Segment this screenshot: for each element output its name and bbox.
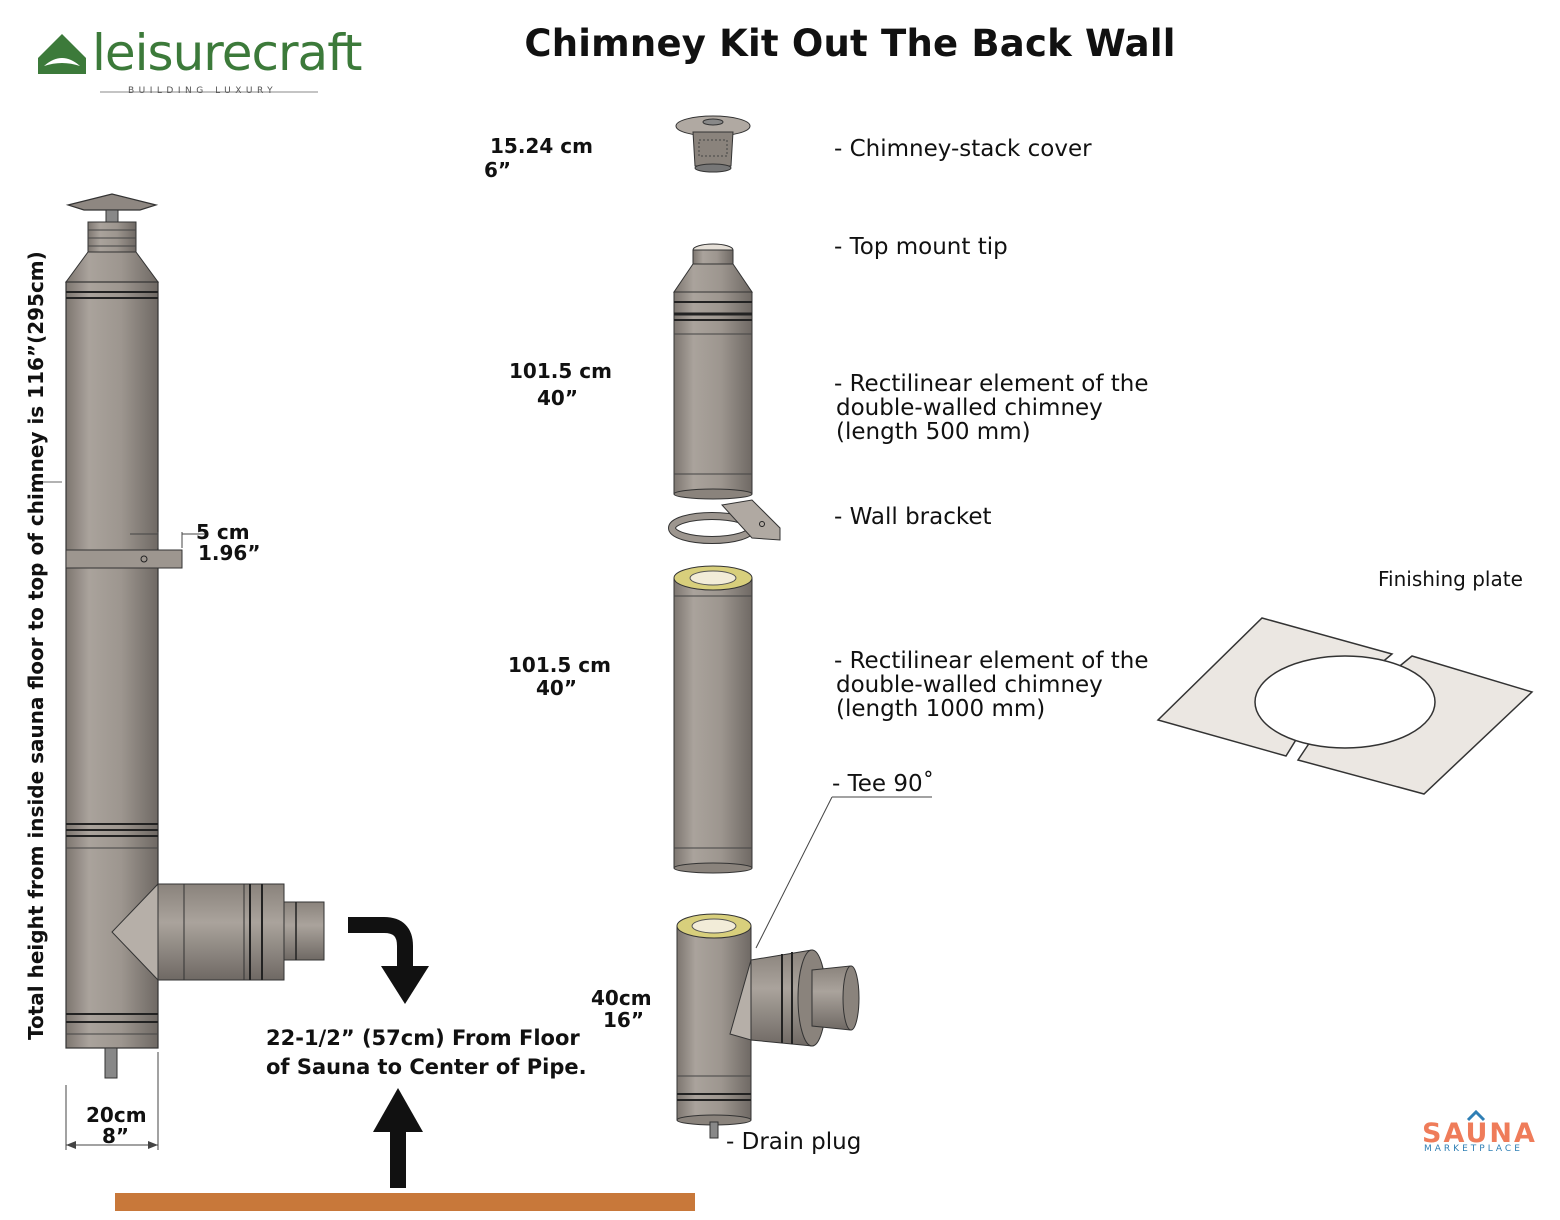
logo-wordmark: leisurecraft bbox=[92, 24, 363, 82]
exploded-parts bbox=[668, 115, 932, 1139]
direction-arrows bbox=[348, 917, 429, 1188]
label-wall-bracket: - Wall bracket bbox=[834, 504, 992, 530]
label-drain-plug: - Drain plug bbox=[726, 1129, 862, 1155]
pipe1000-dim-cm: 101.5 cm bbox=[508, 653, 611, 677]
tee-dim-cm: 40cm bbox=[591, 986, 652, 1010]
total-height-label: Total height from inside sauna floor to … bbox=[24, 251, 48, 1040]
bracket-dim-in: 1.96” bbox=[198, 541, 261, 565]
floor-note-line2: of Sauna to Center of Pipe. bbox=[266, 1055, 587, 1079]
width-dim-in: 8” bbox=[102, 1124, 130, 1148]
label-finishing-plate: Finishing plate bbox=[1378, 567, 1523, 591]
label-pipe1000-line1: - Rectilinear element of the bbox=[834, 648, 1149, 674]
floor-note-line1: 22-1/2” (57cm) From Floor bbox=[266, 1026, 580, 1050]
label-top-mount-tip: - Top mount tip bbox=[834, 234, 1008, 260]
width-dim-cm: 20cm bbox=[86, 1103, 147, 1127]
tee-dim-in: 16” bbox=[603, 1008, 644, 1032]
label-pipe500-line3: (length 500 mm) bbox=[836, 419, 1031, 445]
bracket-dim-cm: 5 cm bbox=[196, 520, 250, 544]
assembled-chimney bbox=[40, 193, 325, 1150]
cover-dim-in: 6” bbox=[484, 158, 512, 182]
sauna-logo-accent bbox=[1466, 1109, 1486, 1122]
page-title: Chimney Kit Out The Back Wall bbox=[524, 22, 1176, 65]
pipe500-dim-in: 40” bbox=[537, 386, 578, 410]
label-pipe1000-line3: (length 1000 mm) bbox=[836, 696, 1046, 722]
sauna-floor bbox=[115, 1193, 695, 1211]
cover-dim-cm: 15.24 cm bbox=[490, 134, 593, 158]
finishing-plate bbox=[1156, 617, 1534, 795]
label-pipe500-line1: - Rectilinear element of the bbox=[834, 371, 1149, 397]
pipe1000-dim-in: 40” bbox=[536, 676, 577, 700]
label-chimney-stack-cover: - Chimney-stack cover bbox=[834, 136, 1092, 162]
sauna-logo-sub: MARKETPLACE bbox=[1424, 1144, 1523, 1154]
roof-leaf-icon bbox=[38, 34, 318, 93]
sauna-logo-word: SAUNA bbox=[1422, 1118, 1537, 1149]
logo-tagline: BUILDING LUXURY bbox=[128, 86, 278, 96]
sauna-logo-text: SAUNA bbox=[1422, 1118, 1537, 1149]
label-pipe500-line2: double-walled chimney bbox=[836, 395, 1103, 421]
label-tee-90: - Tee 90˚ bbox=[832, 771, 935, 797]
label-pipe1000-line2: double-walled chimney bbox=[836, 672, 1103, 698]
pipe500-dim-cm: 101.5 cm bbox=[509, 359, 612, 383]
